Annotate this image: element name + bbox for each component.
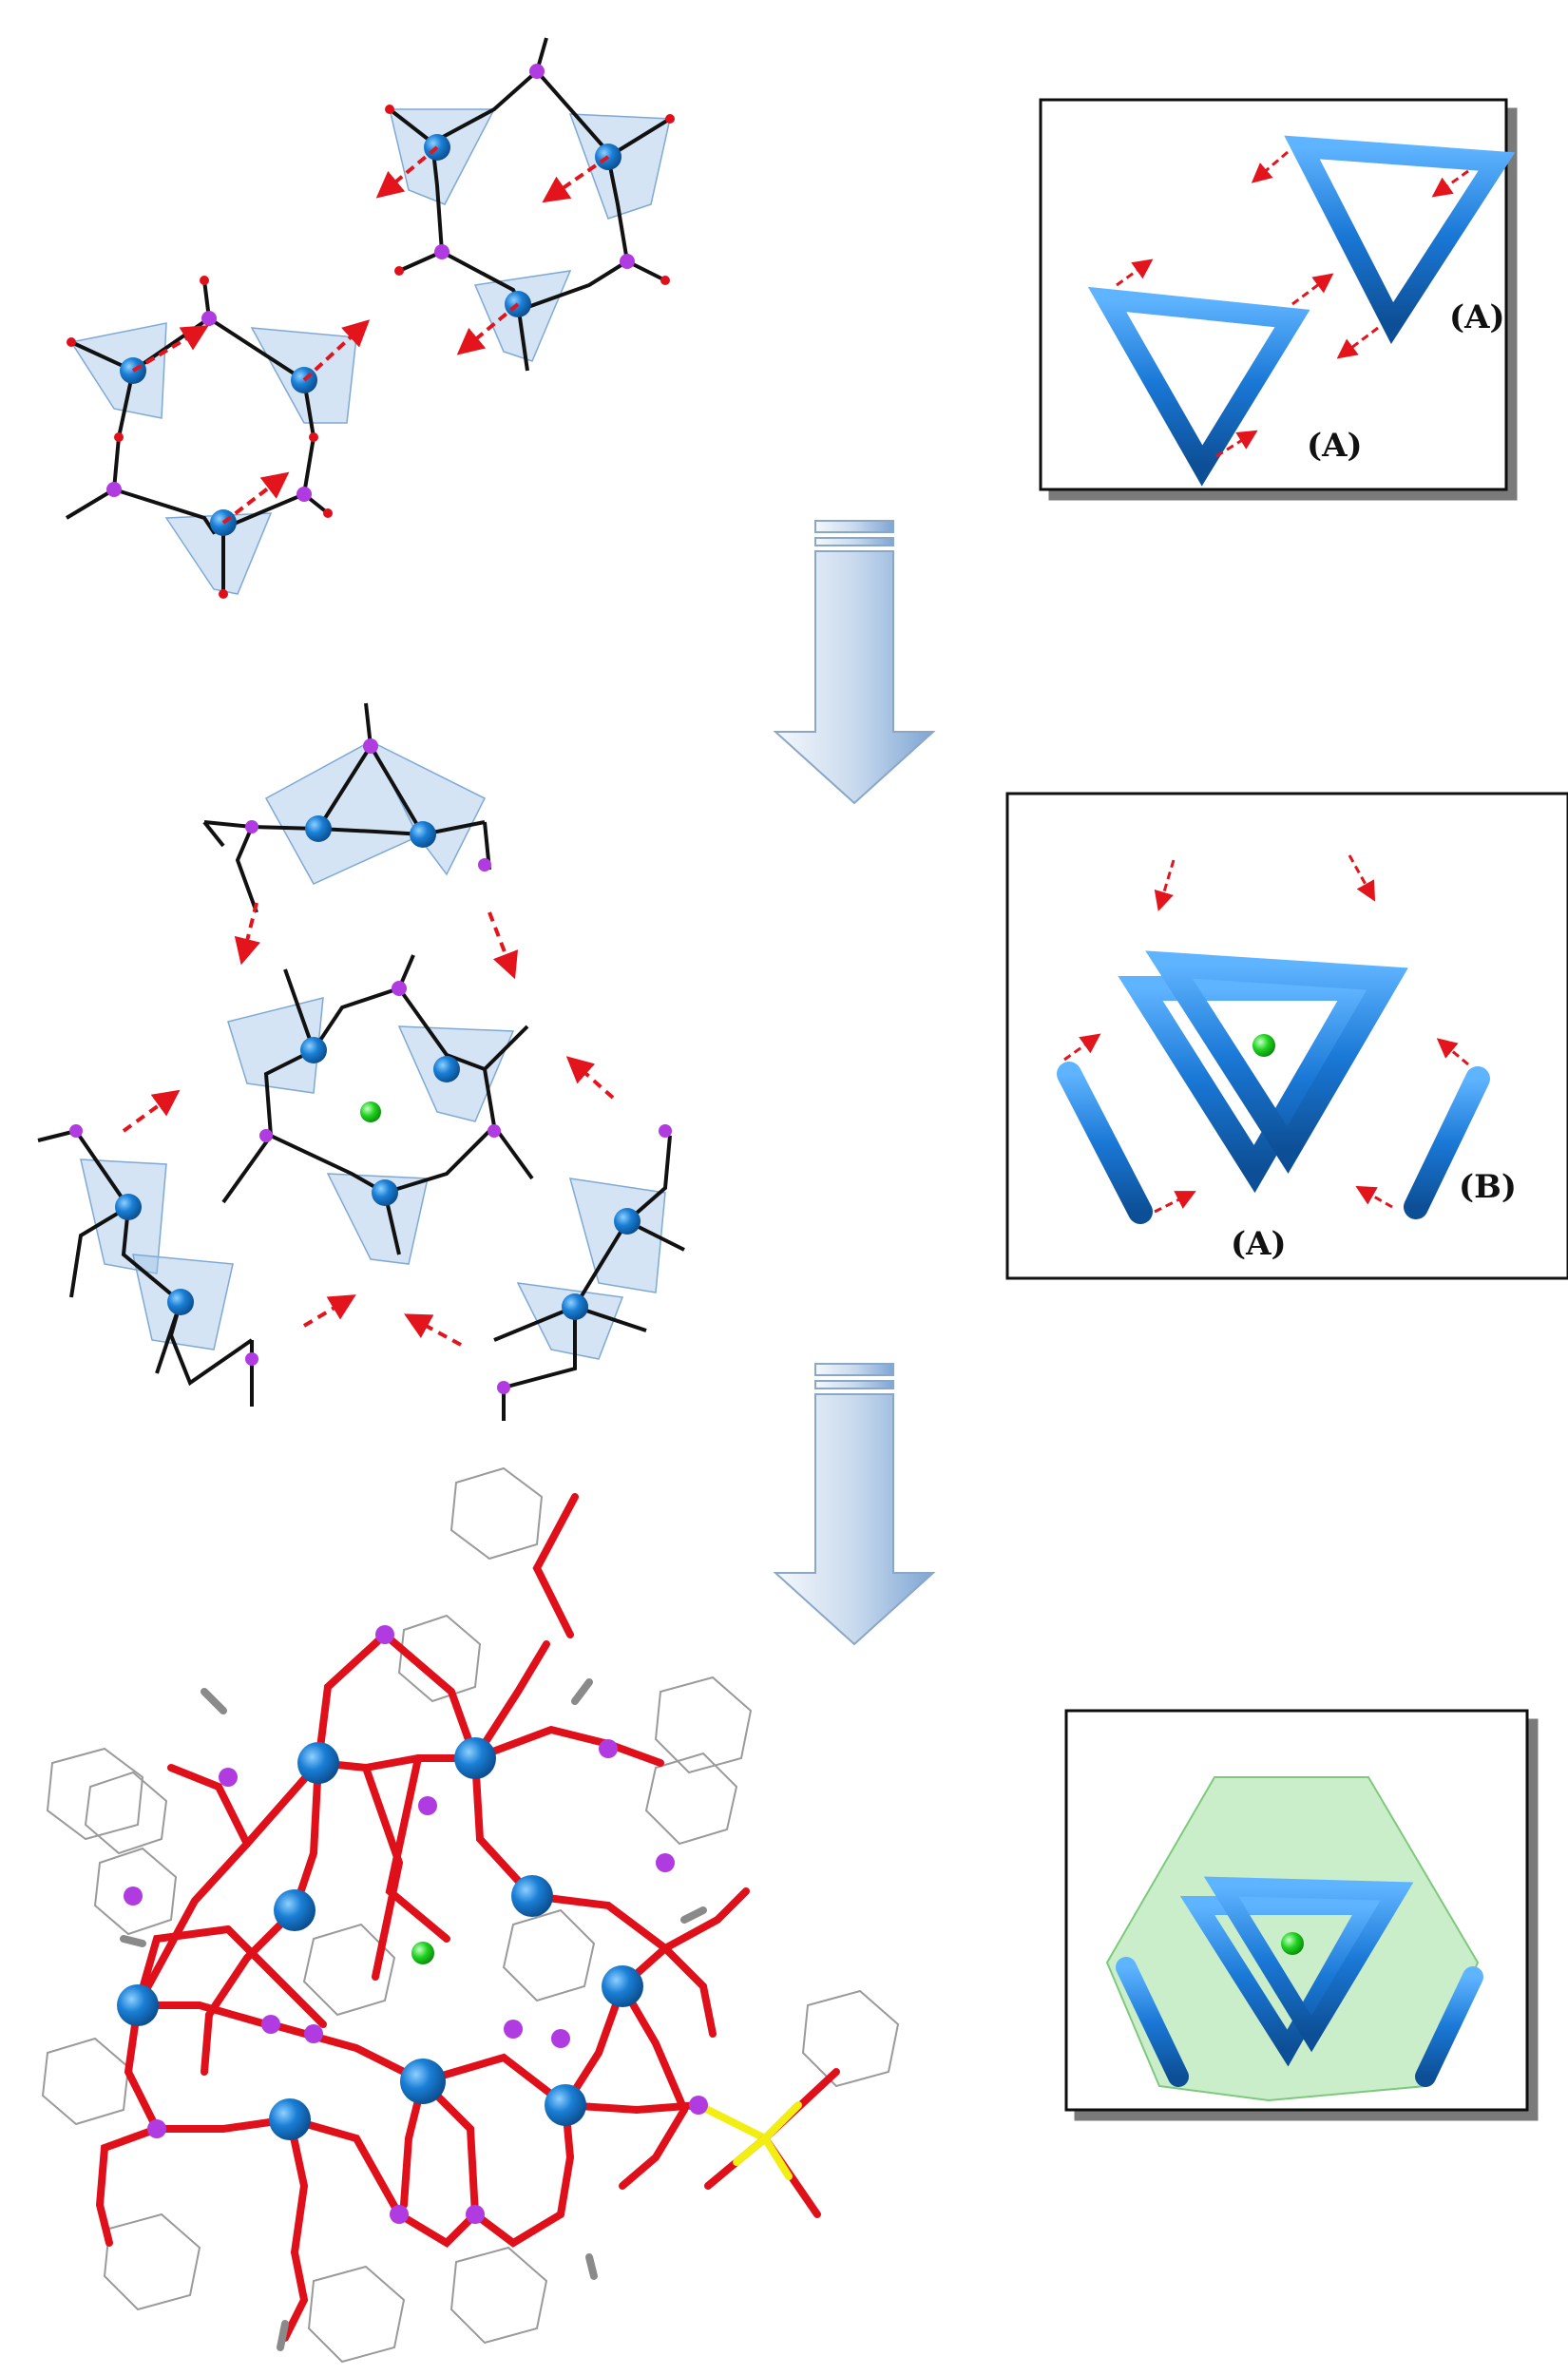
- phenyl-wireframes: [41, 1466, 900, 2364]
- metal-atoms: [117, 1737, 643, 2140]
- triangle-rods: [1179, 1876, 1414, 2067]
- oxygen-bonds: [95, 1493, 750, 2342]
- triangle-rods: [1118, 950, 1408, 1194]
- down-arrow-icon: [773, 1363, 936, 1646]
- ligand-bonds: [65, 37, 672, 594]
- phosphorus-atoms: [106, 64, 635, 502]
- label-a-lower: (A): [1307, 427, 1363, 465]
- chloride-atom: [411, 1942, 434, 1964]
- chloride-atom: [360, 1101, 381, 1122]
- rods-b: [1057, 829, 1490, 1224]
- dashed-red-arrow-icon: [122, 902, 615, 1347]
- dashed-red-arrow-icon: [1063, 854, 1469, 1214]
- metal-atoms: [115, 815, 641, 1320]
- label-a-middle: (A): [1231, 1225, 1287, 1263]
- phosphorus-atoms: [124, 1625, 708, 2224]
- tetrahedra-polyhedra: [80, 739, 666, 1360]
- hydrogen-bonds: [120, 1678, 707, 2351]
- chloride-atom: [1252, 1034, 1275, 1057]
- oxygen-atoms: [67, 105, 675, 599]
- rods-b: [1116, 1765, 1483, 2087]
- label-a-upper: (A): [1449, 298, 1505, 336]
- down-arrow-icon: [773, 520, 936, 805]
- sulfonate-group: [695, 2068, 840, 2218]
- bottom-full-cluster: [41, 1466, 900, 2364]
- dashed-red-arrow-icon: [1116, 150, 1469, 458]
- top-molecular-fragments: [65, 37, 675, 599]
- dashed-red-arrow-icon: [131, 145, 610, 525]
- metal-atoms: [120, 134, 621, 536]
- top-topology-box: (A) (A): [1039, 98, 1516, 491]
- middle-topology-box: (B) (A): [1005, 792, 1568, 1280]
- tetrahedra-polyhedra: [69, 108, 671, 595]
- middle-molecular-assembly: [37, 702, 685, 1421]
- bottom-topology-box: [1064, 1709, 1529, 2112]
- phosphorus-atoms: [69, 738, 672, 1394]
- label-b: (B): [1459, 1168, 1517, 1206]
- chloride-atom: [1281, 1932, 1304, 1955]
- triangle-rods: [1087, 135, 1516, 487]
